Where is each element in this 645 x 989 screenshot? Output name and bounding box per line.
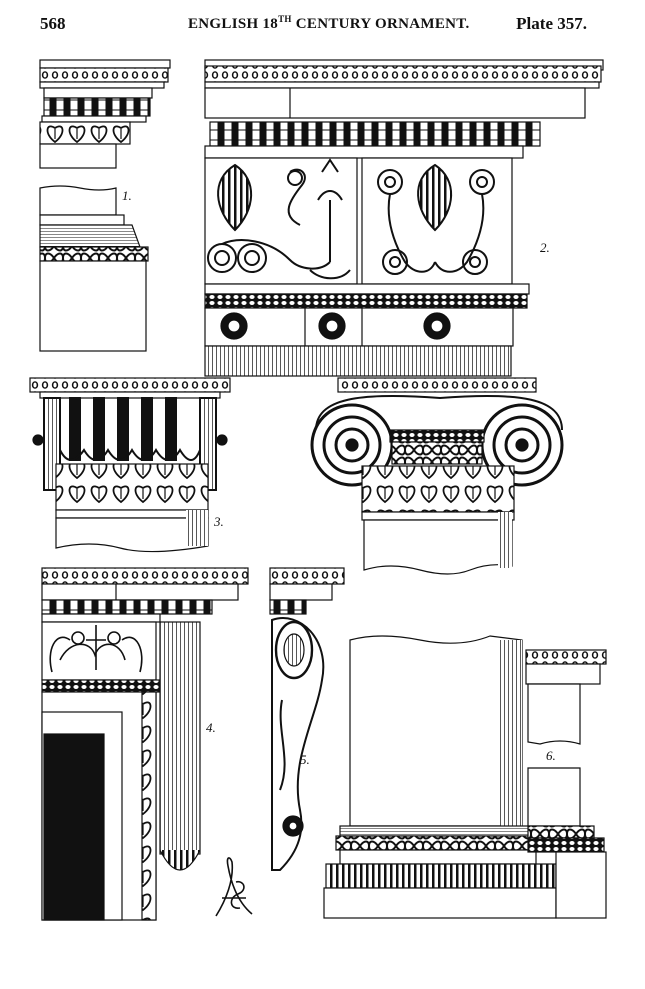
figure-6-column-base — [323, 635, 607, 919]
figure-label-1: 1. — [122, 188, 132, 203]
figure-2-entablature — [204, 59, 604, 377]
figure-label-3: 3. — [214, 514, 224, 529]
anthemion-right — [377, 163, 495, 275]
title-superscript: TH — [278, 14, 292, 24]
figure-label-2: 2. — [540, 240, 550, 255]
figure-label-6: 6. — [546, 748, 556, 763]
page-header: 568 ENGLISH 18TH CENTURY ORNAMENT. Plate… — [40, 14, 587, 40]
rosette-row — [220, 312, 451, 340]
plate-number: Plate 357. — [516, 14, 587, 33]
title-suffix: CENTURY ORNAMENT. — [291, 16, 470, 32]
monogram-signature — [215, 857, 253, 917]
ionic-capital — [310, 377, 564, 575]
title-prefix: ENGLISH 18 — [188, 16, 279, 32]
page-number: 568 — [40, 14, 66, 33]
figure-5-console — [269, 567, 345, 871]
figure-label-4: 4. — [206, 720, 216, 735]
figure-1-cornice — [39, 59, 171, 169]
figure-4-doorcase — [41, 567, 249, 921]
figure-1-base — [39, 185, 149, 352]
book-title: ENGLISH 18TH CENTURY ORNAMENT. — [188, 14, 470, 33]
figure-label-5: 5. — [300, 752, 310, 767]
figure-3-cornice — [29, 377, 231, 553]
anthemion-left — [207, 158, 351, 280]
